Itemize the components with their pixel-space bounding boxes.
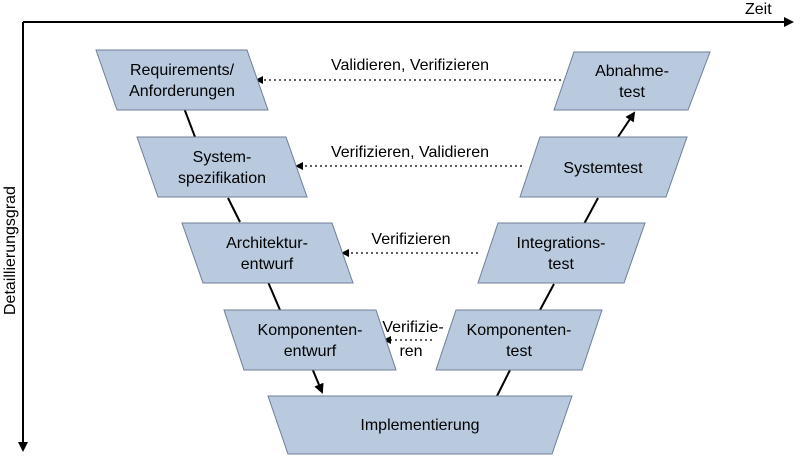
box-requirements-line1: Requirements/ [130, 62, 235, 79]
connector-sys-arch [227, 197, 241, 223]
connector-arch-comp [267, 281, 281, 311]
box-acceptance-test-line2: test [619, 84, 645, 101]
box-component-design: Komponenten- entwurf [223, 309, 397, 371]
box-acceptance-test: Abnahme- test [553, 51, 711, 111]
box-system-spec: System- spezifikation [136, 136, 308, 198]
connector-comp-impl [311, 367, 324, 394]
box-integration-test-line1: Integrations- [517, 235, 606, 252]
relation-label-3: Verifizieren [371, 231, 450, 248]
connector-req-sys [183, 107, 196, 138]
time-axis-label: Zeit [745, 1, 772, 18]
detail-axis-label: Detaillierungsgrad [2, 186, 19, 315]
box-component-design-line2: entwurf [284, 343, 337, 360]
box-requirements-line2: Anforderungen [129, 83, 235, 100]
box-implementation-line1: Implementierung [360, 417, 479, 434]
box-component-test: Komponenten- test [435, 309, 603, 371]
relation-label-4a: Verifizie- [382, 319, 443, 336]
relation-label-4b: ren [399, 343, 422, 360]
connector-stest-atest [617, 111, 636, 138]
box-system-spec-line1: System- [193, 149, 252, 166]
box-implementation: Implementierung [267, 395, 573, 455]
box-component-test-line2: test [506, 343, 532, 360]
box-architecture-line2: entwurf [241, 256, 294, 273]
box-system-spec-line2: spezifikation [178, 170, 266, 187]
box-component-test-line1: Komponenten- [467, 322, 572, 339]
box-system-test: Systemtest [519, 136, 688, 198]
box-acceptance-test-line1: Abnahme- [595, 63, 669, 80]
connector-ctest-itest [539, 283, 555, 311]
box-integration-test: Integrations- test [477, 222, 646, 284]
box-requirements: Requirements/ Anforderungen [95, 49, 269, 111]
connector-impl-ctest [496, 369, 511, 397]
relation-label-1: Validieren, Verifizieren [331, 57, 489, 74]
relation-label-2: Verifizieren, Validieren [331, 144, 489, 161]
box-architecture: Architektur- entwurf [181, 222, 354, 284]
connector-itest-stest [583, 197, 599, 225]
box-component-design-line1: Komponenten- [258, 322, 363, 339]
box-architecture-line1: Architektur- [226, 235, 308, 252]
box-integration-test-line2: test [548, 256, 574, 273]
box-system-test-line1: Systemtest [563, 160, 643, 177]
